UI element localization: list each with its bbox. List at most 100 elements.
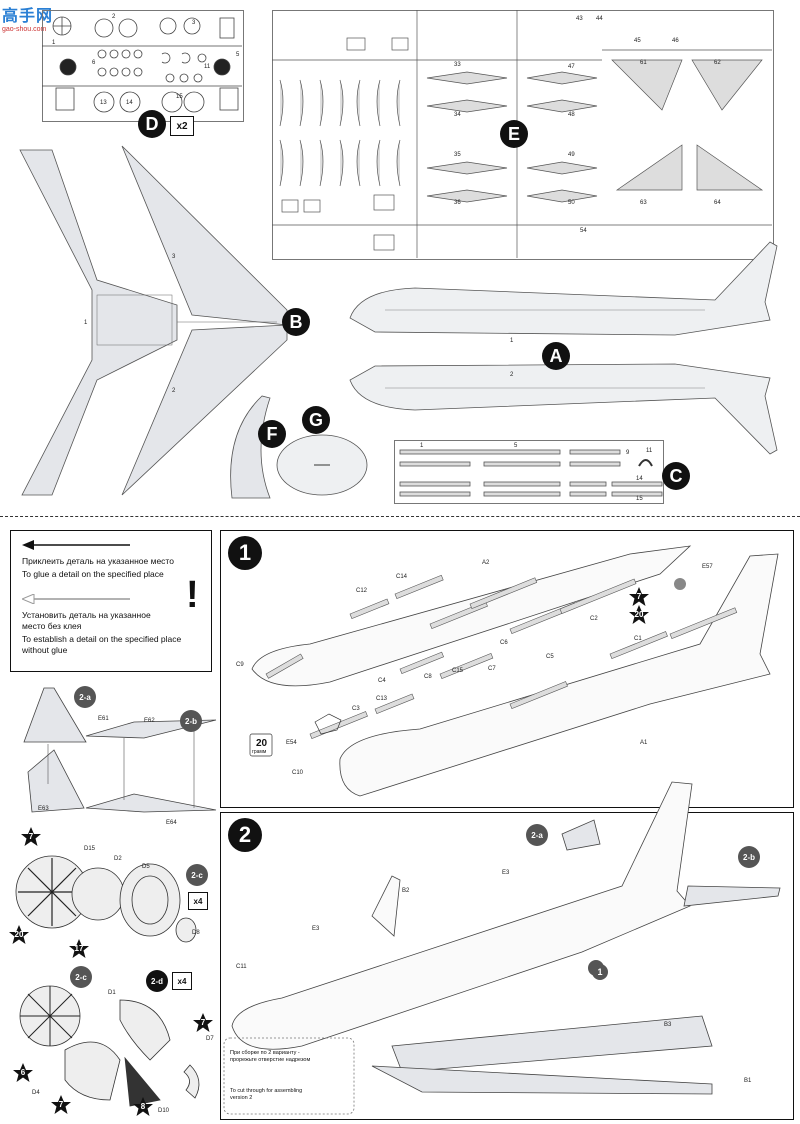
step-1-badge: 1 [228,536,262,570]
sprue-g-drawing [276,434,368,496]
sprue-e-label-62: 62 [714,60,721,66]
sprue-e-label-36: 36 [454,200,461,206]
sprue-c-drawing [399,449,663,497]
sprue-e-badge: E [500,120,528,148]
step2a-badge: 2-a [74,686,96,708]
sprue-e-label-64: 64 [714,200,721,206]
sprue-b-badge: B [282,308,310,336]
weight-value: 20 [256,738,268,749]
sprue-c-label-5: 5 [514,443,518,449]
side-star-7b: 7 [192,1012,214,1034]
step2-label-e3b: E3 [312,926,320,932]
sprue-d-drawing [42,16,242,113]
step2d-badge: 2-d [146,970,168,992]
step1-label-c8: C8 [424,674,432,680]
legend-warning-mark: ! [186,574,199,616]
sprue-f-badge: F [258,420,286,448]
sprue-e-label-46: 46 [672,38,679,44]
step1-label-c1: C1 [634,636,642,642]
sprue-c-label-9: 9 [626,450,630,456]
step1-label-e54: E54 [286,740,297,746]
step1-label-c2: C2 [590,616,598,622]
side-label-d4: D4 [32,1090,40,1096]
step1-label-c7: C7 [488,666,496,672]
step2d-multiplier: x4 [172,972,192,990]
sprue-e-label-47: 47 [568,64,575,70]
side-label-d8: D8 [192,930,200,936]
sprue-d-label-3: 3 [192,20,196,26]
sprue-a-badge: A [542,342,570,370]
step-2-badge: 2 [228,818,262,852]
legend-glue-ru: Приклеить деталь на указанное место [22,556,174,566]
sprue-e-label-34: 34 [454,112,461,118]
sprue-e-label-49: 49 [568,152,575,158]
step1-label-c12: C12 [356,588,368,594]
step2-note-ru: При сборке по 2 варианту - прорежьте отв… [230,1050,311,1063]
step-1-drawing [249,545,779,797]
side-label-d5: D5 [142,864,150,870]
step1-label-a1: A1 [640,740,648,746]
sprue-e-label-48: 48 [568,112,575,118]
sprue-d-label-13: 13 [100,100,107,106]
step2c-badge: 2-c [186,864,208,886]
legend-noglue-ru: Установить деталь на указанное место без… [22,610,151,631]
side-star-20: 20 [8,924,30,946]
step2-label-b2: B2 [402,888,410,894]
sprue-a-drawing [349,241,778,455]
substep-2b-drawing [85,719,217,813]
step2c-ref-badge: 2-c [70,966,92,988]
sprue-e-frame [272,10,774,260]
step-1-frame [220,530,794,808]
sprue-e-label-43: 43 [576,16,583,22]
side-star-7c: 7 [50,1094,72,1116]
watermark-title: 高手网 [2,8,54,25]
side-label-d10: D10 [158,1108,170,1114]
step2-label-c11: C11 [236,964,247,970]
step2a-callout: 2-a [526,824,548,846]
sprue-e-label-54: 54 [580,228,587,234]
sprue-c-label-1: 1 [420,443,424,449]
sprue-c-badge: C [662,462,690,490]
sprue-a-label-1: 1 [510,338,514,344]
step1-label-c4: C4 [378,678,386,684]
sprue-g-badge: G [302,406,330,434]
sprue-b-label-3: 3 [172,254,176,260]
sprue-e-drawing [272,10,772,258]
side-label-d7: D7 [206,1036,214,1042]
step1-label-c13: C13 [376,696,388,702]
sprue-e-label-63: 63 [640,200,647,206]
watermark-url: gao-shou.com [2,26,47,33]
step1-label-c15: C15 [452,668,464,674]
step1-label-a2: A2 [482,560,490,566]
side-star-17: 17 [68,938,90,960]
step1-label-c10: C10 [292,770,304,776]
sprue-d-label-2: 2 [112,14,116,20]
side-label-d15: D15 [84,846,96,852]
sprue-d-label-11: 11 [204,64,211,70]
step-2-frame [220,812,794,1120]
sprue-e-label-50: 50 [568,200,575,206]
section-divider [0,516,800,517]
sprue-d-badge: D [138,110,166,138]
sprue-d-label-1: 1 [52,40,56,46]
step2b-badge: 2-b [180,710,202,732]
sprue-c-label-15: 15 [636,496,643,502]
substep-2a-drawing [23,687,87,813]
sprue-d-label-5: 5 [236,52,240,58]
side-label-e62: E62 [144,718,155,724]
sprue-e-label-35: 35 [454,152,461,158]
sprue-e-label-33: 33 [454,62,461,68]
step1-label-e57: E57 [702,564,713,570]
legend-glue-en: To glue a detail on the specified place [22,569,164,579]
step1-label-c3: C3 [352,706,360,712]
sprue-c-label-11: 11 [646,448,653,454]
weight-unit: грамм [252,749,267,755]
arrow-noglue-icon [22,594,130,604]
side-label-e64: E64 [166,820,177,826]
step2c-multiplier: x4 [188,892,208,910]
step1-star-20: 20 [628,604,650,626]
side-label-d1: D1 [108,990,116,996]
side-label-e63: E63 [38,806,49,812]
sprue-b-drawing [19,145,288,496]
step1-label-c9: C9 [236,662,244,668]
